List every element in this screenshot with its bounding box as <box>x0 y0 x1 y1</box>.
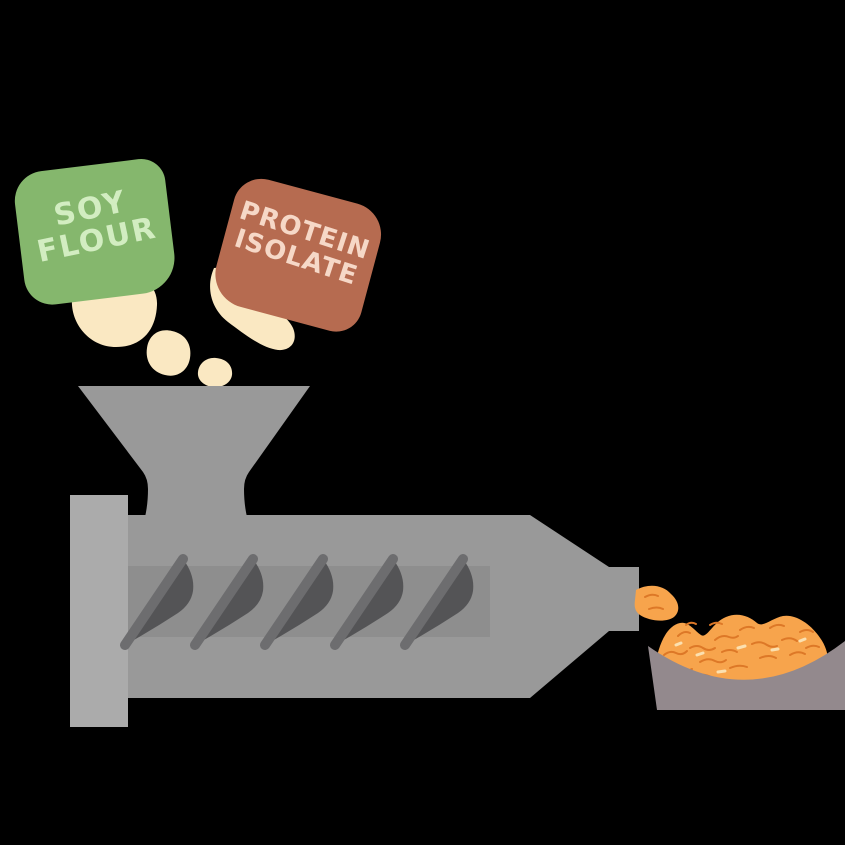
product-texture-highlights <box>674 637 807 674</box>
flour-drop-1 <box>146 330 191 376</box>
streak <box>663 650 688 656</box>
extruder-machine <box>70 386 639 727</box>
product-pile <box>655 614 828 691</box>
streak <box>739 625 755 631</box>
soy-flour-bag-label: SOY FLOUR <box>28 181 160 270</box>
flour-drop-2 <box>197 357 233 388</box>
streak <box>729 664 748 669</box>
highlight-fleck <box>736 644 747 650</box>
streak <box>685 621 697 626</box>
streak <box>751 641 778 648</box>
streak <box>769 623 785 629</box>
streak <box>677 631 691 637</box>
streak <box>689 645 716 651</box>
streak <box>799 629 814 633</box>
streak <box>805 644 820 649</box>
streak <box>781 637 798 642</box>
streak <box>789 651 806 656</box>
highlight-fleck <box>798 637 807 643</box>
highlight-fleck <box>674 641 683 647</box>
streak <box>714 635 739 641</box>
highlight-fleck <box>716 669 727 674</box>
collection-tray <box>648 641 845 710</box>
protein-isolate-bag-label: PROTEIN ISOLATE <box>228 196 374 292</box>
end-cap <box>70 495 128 727</box>
streak <box>699 658 727 664</box>
hopper-funnel <box>78 386 310 517</box>
highlight-fleck <box>770 647 780 652</box>
streak <box>644 593 659 598</box>
highlight-fleck <box>695 651 705 657</box>
streak <box>759 655 777 659</box>
streak <box>721 649 738 653</box>
extrudate-strand <box>634 585 679 621</box>
soy-flour-bag: SOY FLOUR <box>11 156 179 308</box>
streak <box>709 621 723 626</box>
streak <box>648 606 664 610</box>
